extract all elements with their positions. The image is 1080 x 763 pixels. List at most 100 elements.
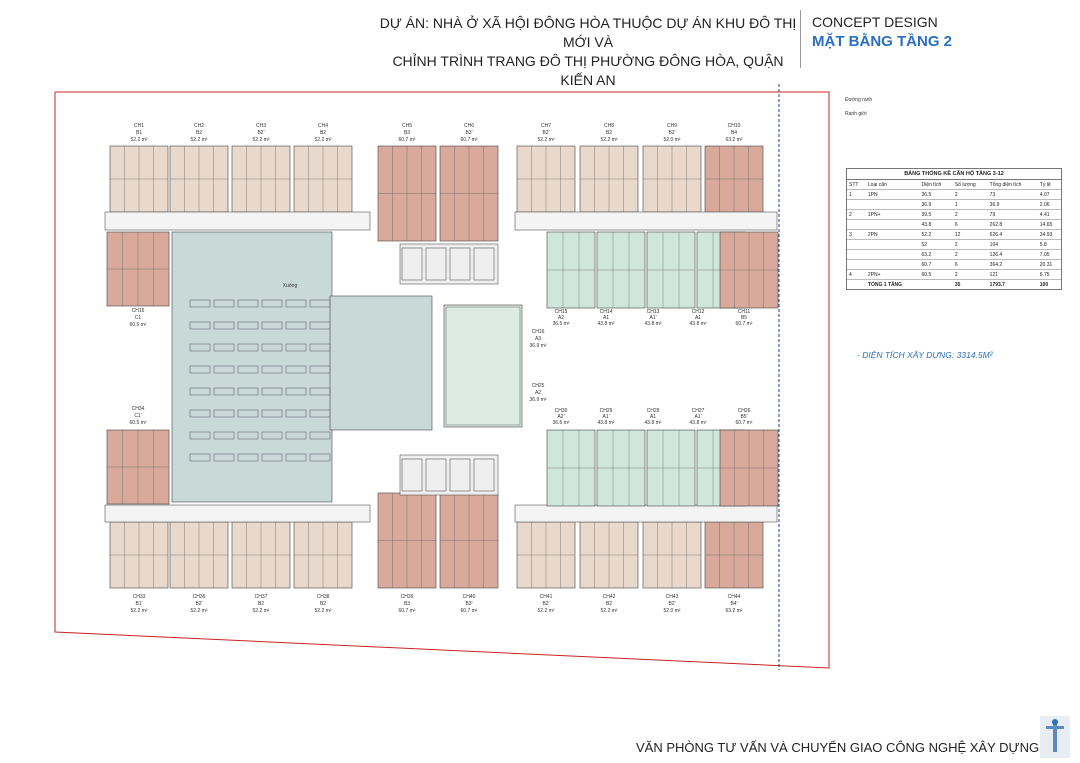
site-boundary [54,91,830,669]
unit-area: 36.5 m² [553,321,570,327]
unit-area: 52.2 m² [601,608,618,614]
unit-type: B2' [542,130,549,136]
unit-code: CH8 [604,123,614,129]
parking-stall [309,343,331,352]
stats-cell [847,249,866,260]
parking-stall [285,387,307,396]
unit-code: CH13 [647,309,660,315]
stats-cell: 2PN [865,229,920,240]
unit-code: CH16 [532,329,545,335]
parking-stall [213,453,235,462]
stats-cell [847,280,866,290]
unit-area: 52.0 m² [664,608,681,614]
unit-type: C1 [135,315,142,321]
unit-type: B3' [465,130,472,136]
unit-code: CH5 [402,123,412,129]
lift-shaft [401,247,423,281]
unit-area: 60.7 m² [461,608,478,614]
parking-stall [213,387,235,396]
parking-stall [285,321,307,330]
stats-cell [865,199,920,210]
unit-type: B3' [465,601,472,607]
unit-code: CH10 [728,123,741,129]
stats-cell: 4 [847,269,866,280]
stats-cell: 2 [952,269,988,280]
unit-area: 52.2 m² [191,137,208,143]
stats-header-cell: STT [847,180,866,190]
stats-cell: 79 [987,209,1038,220]
parking-extension [329,295,433,431]
unit-area: 63.2 m² [726,137,743,143]
unit-code: CH14 [600,309,613,315]
unit-area: 60.7 m² [399,608,416,614]
plan-structure [54,84,830,670]
stats-title: BẢNG THỐNG KÊ CĂN HỘ TẦNG 3-12 [847,169,1061,180]
construction-area-note: - DIỆN TÍCH XÂY DỰNG: 3314.5M² [857,350,993,360]
unit-code: CH34 [132,406,145,412]
stats-cell [865,249,920,260]
unit-type: B1 [136,130,142,136]
unit-area: 43.8 m² [598,420,615,426]
unit-code: CH27 [692,408,705,414]
stats-cell: 52.2 [919,229,953,240]
stats-cell: 4.07 [1037,189,1061,200]
unit-code: CH33 [133,594,146,600]
unit-area: 43.8 m² [690,321,707,327]
stats-header-cell: Diện tích [919,180,953,190]
parking-stall [261,431,283,440]
parking-stall [285,409,307,418]
stats-cell: 104 [987,239,1038,250]
parking-stall [261,365,283,374]
unit-code: CH6 [464,123,474,129]
unit-type: B2 [606,601,612,607]
stats-cell: 36.9 [919,199,953,210]
stats-cell: 6 [952,259,988,270]
parking-stall [261,321,283,330]
parking-stall [309,409,331,418]
unit-code: CH25 [532,383,545,389]
unit-area: 52.2 m² [131,137,148,143]
stats-cell: 6 [952,219,988,230]
top-left-corridor [104,211,371,231]
unit-type: B5' [740,414,747,420]
unit-code: CH28 [647,408,660,414]
unit-type: B2 [196,130,202,136]
unit-type: A3 [535,336,541,342]
stats-cell: 39.5 [919,209,953,220]
unit-code: CH9 [667,123,677,129]
unit-type: A1' [694,414,701,420]
parking-stall [237,453,259,462]
company-logo-icon [1040,716,1070,758]
lift-shaft [449,458,471,492]
unit-type: B4' [730,601,737,607]
parking-stall [237,365,259,374]
stats-header-cell: Tổng diện tích [987,180,1038,190]
unit-area: 43.8 m² [690,420,707,426]
parking-stall [309,431,331,440]
stats-cell [847,259,866,270]
stats-cell: 262.8 [987,219,1038,230]
unit-code: CH11 [738,309,751,315]
unit-code: CH15 [555,309,568,315]
unit-type: B1' [135,601,142,607]
stats-cell [847,219,866,230]
unit-code: CH4 [318,123,328,129]
unit-area: 52.2 m² [315,608,332,614]
stats-cell: 2.06 [1037,199,1061,210]
title-line-2: CHỈNH TRÌNH TRANG ĐÔ THỊ PHƯỜNG ĐÔNG HÒA… [392,53,784,88]
unit-code: CH38 [317,594,330,600]
unit-area: 43.8 m² [645,420,662,426]
parking-stall [309,321,331,330]
stats-cell: 35 [954,281,961,288]
unit-code: CH12 [692,309,705,315]
unit-type: A1 [695,315,701,321]
